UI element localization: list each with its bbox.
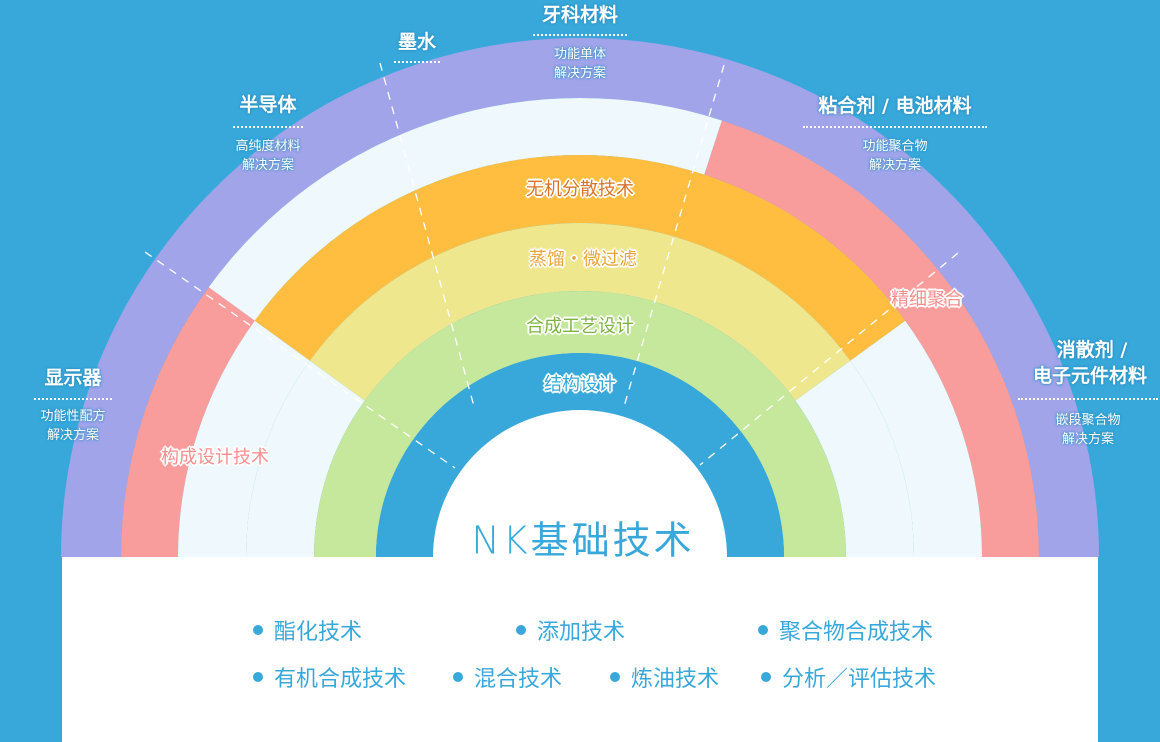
- bullet-icon: [758, 625, 768, 635]
- app-adhesive-sub1: 功能聚合物: [862, 139, 928, 154]
- tech-item: 混合技术: [453, 661, 562, 693]
- base-panel: [62, 557, 1098, 742]
- ring-light-left-inner: [246, 360, 365, 557]
- app-ink-underline: [394, 61, 440, 63]
- bullet-icon: [610, 672, 620, 682]
- ring-label-composition-design: 构成设计技术: [161, 447, 269, 468]
- app-semiconductor-sub1: 高纯度材料: [235, 139, 301, 154]
- ring-label-structure-design: 结构设计: [544, 374, 616, 395]
- bullet-icon: [453, 672, 463, 682]
- tech-label: 分析／评估技术: [782, 667, 937, 692]
- app-dental-sub2: 解决方案: [553, 66, 606, 81]
- ring-label-fine-polymerization: 精细聚合: [891, 289, 963, 310]
- ring-distillation: [309, 223, 851, 401]
- app-dental: 牙科材料: [520, 3, 640, 27]
- app-semiconductor-sub2: 解决方案: [241, 158, 294, 173]
- ring-light-segment: [208, 97, 722, 321]
- divider-dashed-line: [699, 252, 959, 466]
- bullet-icon: [516, 625, 526, 635]
- tech-item: 添加技术: [516, 614, 625, 646]
- ring-synthesis-design: [314, 291, 846, 557]
- app-dental-sub: 功能单体 解决方案: [520, 45, 640, 83]
- app-display-title: 显示器: [44, 367, 102, 389]
- tech-label: 有机合成技术: [274, 667, 407, 692]
- app-dispersant-underline: [1018, 398, 1158, 400]
- tech-item: 有机合成技术: [253, 661, 406, 693]
- app-semiconductor-title: 半导体: [239, 94, 297, 116]
- tech-label: 混合技术: [474, 667, 563, 692]
- ring-core: [433, 410, 727, 557]
- app-semiconductor-sub: 高纯度材料 解决方案: [208, 137, 328, 175]
- tech-label: 炼油技术: [631, 667, 720, 692]
- app-dental-title: 牙科材料: [541, 4, 618, 26]
- app-display-sub1: 功能性配方: [40, 409, 106, 424]
- ring-composition-design: [121, 287, 255, 557]
- ring-applications: [61, 38, 1099, 557]
- app-adhesive-underline: [803, 126, 987, 128]
- ring-label-synthesis-design: 合成工艺设计: [526, 316, 634, 337]
- ring-inorganic-dispersion: [254, 154, 906, 361]
- tech-item: 分析／评估技术: [761, 661, 936, 693]
- app-display-sub2: 解决方案: [46, 428, 99, 443]
- tech-item: 炼油技术: [610, 661, 719, 693]
- app-adhesive-sub2: 解决方案: [868, 158, 921, 173]
- bullet-icon: [253, 625, 263, 635]
- app-dispersant-sub: 嵌段聚合物 解决方案: [1028, 411, 1148, 449]
- app-display-sub: 功能性配方 解决方案: [13, 407, 133, 445]
- app-semiconductor-underline: [233, 126, 303, 128]
- app-dispersant-sub1: 嵌段聚合物: [1055, 413, 1121, 428]
- app-ink-title: 墨水: [397, 31, 436, 53]
- app-display-underline: [34, 398, 112, 400]
- app-adhesive-sub: 功能聚合物 解决方案: [835, 137, 955, 175]
- app-dental-underline: [533, 34, 627, 36]
- tech-item: 聚合物合成技术: [758, 614, 933, 646]
- bullet-icon: [761, 672, 771, 682]
- app-dispersant-sub2: 解决方案: [1061, 432, 1114, 447]
- app-dispersant-title: 消散剂 / 电子元件材料: [1010, 338, 1160, 388]
- ring-structure-design: [376, 353, 784, 557]
- app-dispersant-title-line2: 电子元件材料: [1032, 365, 1147, 387]
- bullet-icon: [253, 672, 263, 682]
- ring-light-right-inner: [795, 360, 914, 557]
- ring-fine-polymerization: [704, 120, 1039, 557]
- app-dental-sub1: 功能单体: [553, 47, 606, 62]
- ring-label-distillation: 蒸馏・微过滤: [529, 249, 637, 270]
- ring-light-right: [850, 320, 982, 557]
- tech-label: 添加技术: [537, 620, 626, 645]
- ring-label-inorganic-dispersion: 无机分散技术: [526, 179, 634, 200]
- tech-label: 聚合物合成技术: [779, 620, 934, 645]
- app-adhesive-title: 粘合剂 / 电池材料: [818, 95, 972, 117]
- tech-item: 酯化技术: [253, 614, 362, 646]
- divider-dashed-line: [144, 251, 456, 469]
- tech-label: 酯化技术: [274, 620, 363, 645]
- ring-light-left: [178, 320, 310, 557]
- core-title: NK基础技术: [471, 518, 695, 563]
- app-dispersant-title-line1: 消散剂 /: [1056, 339, 1128, 361]
